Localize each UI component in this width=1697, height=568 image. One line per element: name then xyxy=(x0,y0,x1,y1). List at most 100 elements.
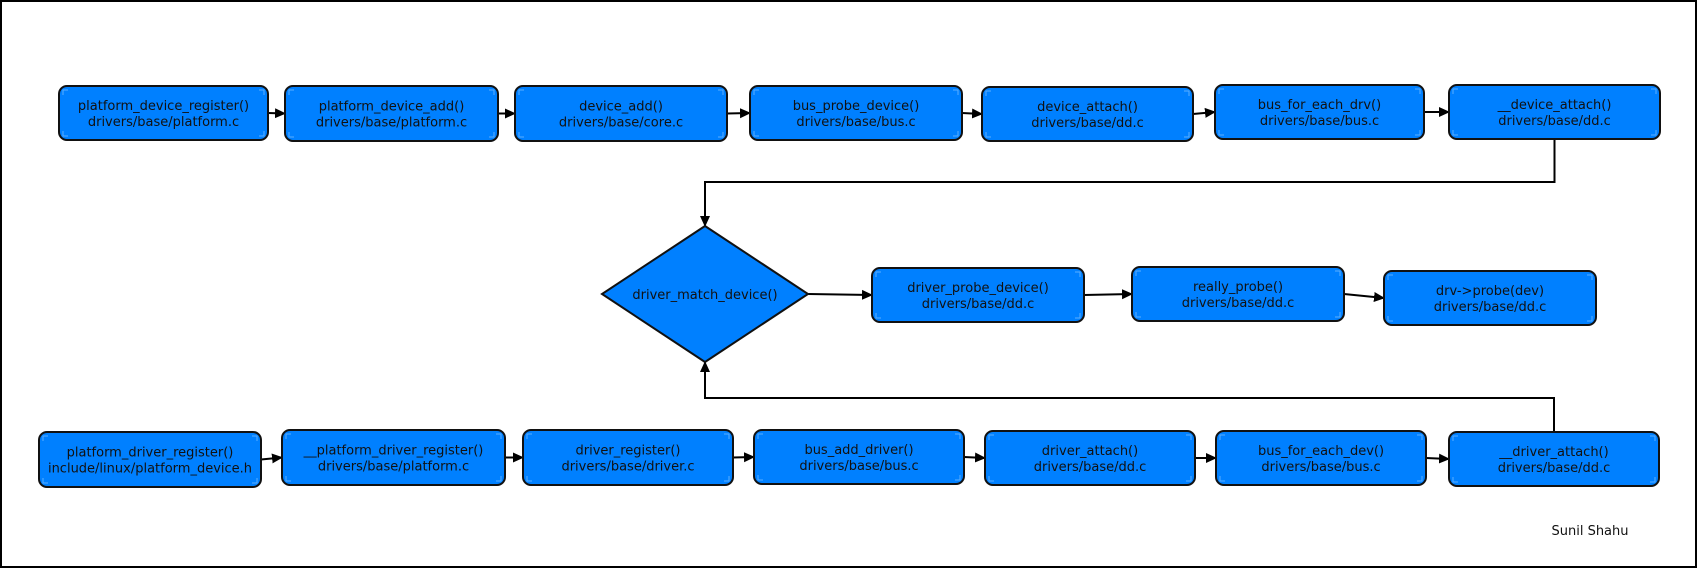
node-box xyxy=(749,85,963,141)
node-box xyxy=(1131,266,1345,322)
node-box xyxy=(1215,430,1427,486)
corner-mark xyxy=(1075,271,1081,277)
node-function-label: device_add() xyxy=(579,100,663,115)
node-file-label: drivers/base/core.c xyxy=(559,116,683,131)
corner-mark xyxy=(288,132,294,138)
corner-mark xyxy=(955,475,961,481)
node-file-label: drivers/base/bus.c xyxy=(1261,460,1380,475)
node-function-label: driver_register() xyxy=(575,444,680,459)
node-box xyxy=(753,429,965,485)
node-driver-attach: __driver_attach()drivers/base/dd.c xyxy=(1448,431,1660,487)
node-driver-register: driver_register()drivers/base/driver.c xyxy=(522,429,734,486)
node-function-label: driver_probe_device() xyxy=(907,281,1049,296)
author-label: Sunil Shahu xyxy=(1551,524,1628,539)
corner-mark xyxy=(1452,88,1458,94)
edge-arrow xyxy=(267,108,286,119)
corner-mark xyxy=(718,89,724,95)
node-box xyxy=(984,430,1196,486)
corner-mark xyxy=(875,313,881,319)
node-file-label: drivers/base/dd.c xyxy=(1034,460,1147,475)
corner-mark xyxy=(1186,434,1192,440)
corner-mark xyxy=(988,476,994,482)
corner-mark xyxy=(1218,130,1224,136)
corner-mark xyxy=(1415,130,1421,136)
node-box xyxy=(514,85,728,142)
corner-mark xyxy=(953,131,959,137)
corner-mark xyxy=(1335,312,1341,318)
node-function-label: __driver_attach() xyxy=(1498,445,1608,460)
corner-mark xyxy=(489,89,495,95)
node-box xyxy=(871,267,1085,323)
edges-layer xyxy=(260,107,1556,464)
corner-mark xyxy=(62,131,68,137)
node-file-label: drivers/base/dd.c xyxy=(1498,114,1611,129)
corner-mark xyxy=(1387,316,1393,322)
edge-arrow xyxy=(1425,453,1450,464)
edge-arrow xyxy=(1083,289,1133,300)
corner-mark xyxy=(1387,274,1393,280)
node-function-label: driver_match_device() xyxy=(632,288,777,303)
corner-mark xyxy=(1452,435,1458,441)
node-driver-attach: driver_attach()drivers/base/dd.c xyxy=(984,430,1196,486)
node-driver-match-device: driver_match_device() xyxy=(600,224,810,364)
edge-arrow xyxy=(700,361,1555,432)
corner-mark xyxy=(252,478,258,484)
corner-mark xyxy=(1452,130,1458,136)
corner-mark xyxy=(1452,477,1458,483)
corner-mark xyxy=(285,476,291,482)
corner-mark xyxy=(757,475,763,481)
node-platform-driver-register: platform_driver_register()include/linux/… xyxy=(38,431,262,488)
corner-mark xyxy=(489,132,495,138)
node-box xyxy=(1383,270,1597,326)
node-box xyxy=(58,85,269,141)
node-file-label: drivers/base/platform.c xyxy=(318,460,469,475)
corner-mark xyxy=(1651,130,1657,136)
corner-mark xyxy=(1335,270,1341,276)
node-bus-add-driver: bus_add_driver()drivers/base/bus.c xyxy=(753,429,965,485)
edge-arrow xyxy=(732,452,755,463)
corner-mark xyxy=(1186,476,1192,482)
node-box xyxy=(281,429,506,486)
node-function-label: drv->probe(dev) xyxy=(1436,284,1544,299)
node-file-label: drivers/base/dd.c xyxy=(1498,461,1611,476)
corner-mark xyxy=(1184,90,1190,96)
node-file-label: drivers/base/dd.c xyxy=(1434,300,1547,315)
corner-mark xyxy=(1219,434,1225,440)
corner-mark xyxy=(985,90,991,96)
corner-mark xyxy=(1075,313,1081,319)
node-really-probe: really_probe()drivers/base/dd.c xyxy=(1131,266,1345,322)
node-box xyxy=(284,85,499,142)
corner-mark xyxy=(1650,477,1656,483)
corner-mark xyxy=(953,89,959,95)
node-function-label: device_attach() xyxy=(1037,100,1138,115)
corner-mark xyxy=(1184,132,1190,138)
corner-mark xyxy=(1415,88,1421,94)
corner-mark xyxy=(1587,316,1593,322)
corner-mark xyxy=(518,132,524,138)
corner-mark xyxy=(955,433,961,439)
node-platform-driver-register: __platform_driver_register()drivers/base… xyxy=(281,429,506,486)
node-bus-for-each-dev: bus_for_each_dev()drivers/base/bus.c xyxy=(1215,430,1427,486)
node-file-label: drivers/base/bus.c xyxy=(796,115,915,130)
corner-mark xyxy=(1651,88,1657,94)
corner-mark xyxy=(724,433,730,439)
node-device-add: device_add()drivers/base/core.c xyxy=(514,85,728,142)
corner-mark xyxy=(285,433,291,439)
corner-mark xyxy=(718,132,724,138)
node-file-label: drivers/base/platform.c xyxy=(316,116,467,131)
corner-mark xyxy=(252,435,258,441)
node-function-label: really_probe() xyxy=(1193,280,1283,295)
node-function-label: platform_driver_register() xyxy=(67,446,234,461)
node-box xyxy=(1448,84,1661,140)
node-file-label: drivers/base/bus.c xyxy=(799,459,918,474)
edge-arrow xyxy=(963,452,986,463)
node-bus-for-each-drv: bus_for_each_drv()drivers/base/bus.c xyxy=(1214,84,1425,140)
node-function-label: bus_for_each_dev() xyxy=(1258,444,1384,459)
node-function-label: __device_attach() xyxy=(1497,98,1612,113)
edge-arrow xyxy=(807,289,873,300)
node-drv-probe: drv->probe(dev)drivers/base/dd.c xyxy=(1383,270,1597,326)
corner-mark xyxy=(526,433,532,439)
edge-arrow xyxy=(961,108,983,119)
